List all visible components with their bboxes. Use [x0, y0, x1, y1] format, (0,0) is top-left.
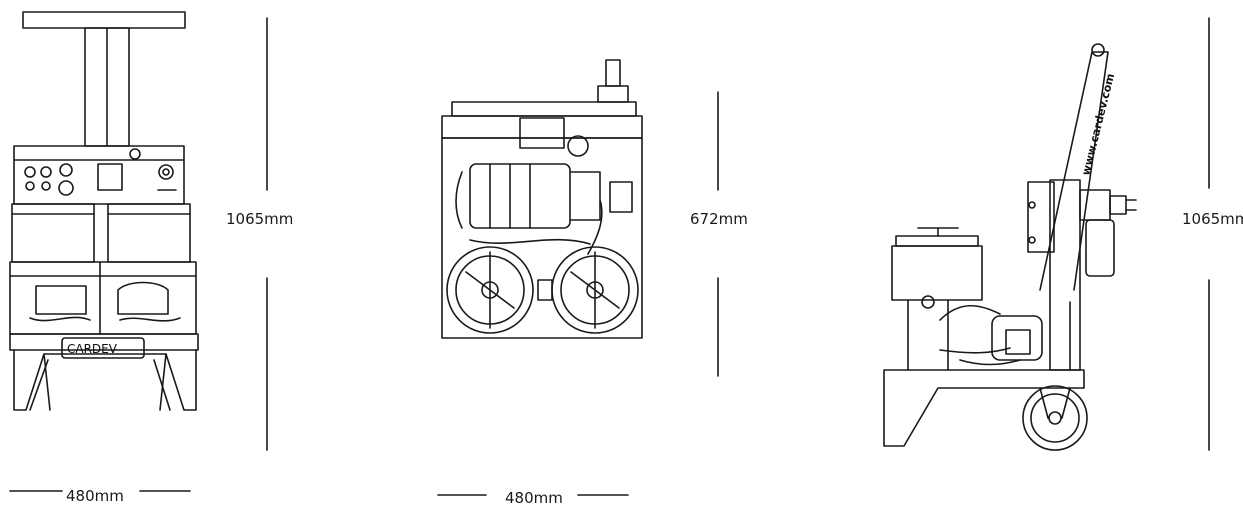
side-view: [883, 43, 1137, 451]
front-height-label: 1065mm: [226, 210, 293, 228]
front-width-label: 480mm: [66, 487, 124, 505]
top-view: [441, 59, 643, 339]
side-height-label: 1065mm: [1182, 210, 1243, 228]
top-height-label: 672mm: [690, 210, 748, 228]
front-view: [9, 11, 199, 411]
top-width-label: 480mm: [505, 489, 563, 506]
brand-logo-text: CARDEV: [67, 342, 118, 356]
